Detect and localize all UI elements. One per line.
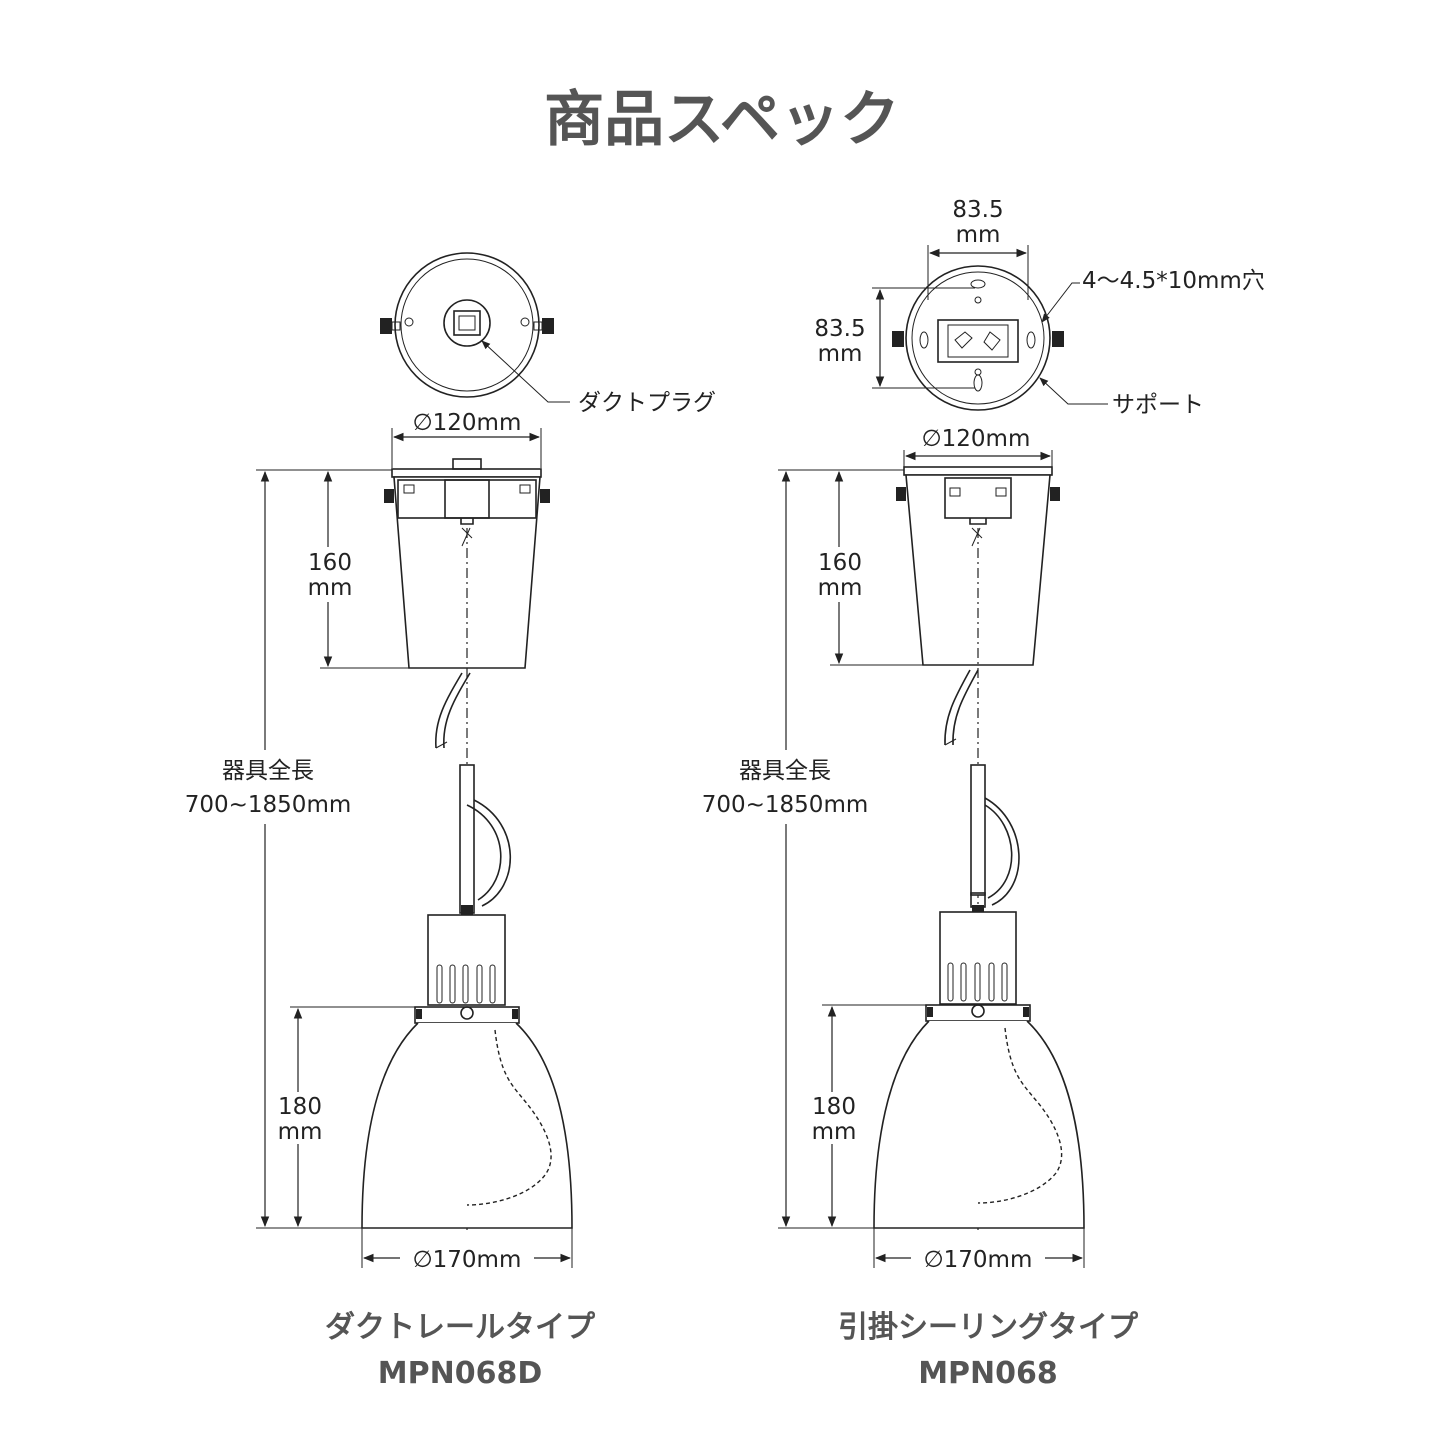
right-socket-housing <box>925 911 1031 1022</box>
left-model: MPN068D <box>378 1356 542 1391</box>
left-socket-housing <box>414 914 520 1024</box>
page-title: 商品スペック <box>544 85 900 155</box>
left-cord-and-rod <box>435 672 512 915</box>
left-height-shade-value: 180 <box>278 1094 322 1120</box>
left-type-name: ダクトレールタイプ <box>325 1310 596 1345</box>
left-fixture: ダクトプラグ ∅120mm <box>175 252 716 1391</box>
right-model: MPN068 <box>918 1356 1058 1391</box>
right-diameter-shade: ∅170mm <box>924 1247 1033 1273</box>
left-height-canopy-unit: mm <box>308 575 353 601</box>
right-cord-and-rod <box>944 669 1020 913</box>
left-diameter-top: ∅120mm <box>413 410 522 436</box>
right-top-view: 4～4.5*10mm穴 サポート <box>892 265 1265 418</box>
left-shade <box>361 1022 573 1229</box>
right-type-name: 引掛シーリングタイプ <box>838 1310 1139 1345</box>
hole-label: 4～4.5*10mm穴 <box>1082 268 1265 294</box>
right-total-length-value: 700~1850mm <box>702 792 869 818</box>
left-diameter-shade: ∅170mm <box>413 1247 522 1273</box>
right-width-dim-unit: mm <box>956 222 1001 248</box>
right-height-shade-unit: mm <box>812 1119 857 1145</box>
left-height-shade-unit: mm <box>278 1119 323 1145</box>
right-height-dim-unit: mm <box>818 341 863 367</box>
right-diameter-top: ∅120mm <box>922 426 1031 452</box>
right-height-canopy-value: 160 <box>818 550 862 576</box>
left-height-canopy-value: 160 <box>308 550 352 576</box>
right-shade <box>873 1020 1085 1229</box>
duct-plug-label: ダクトプラグ <box>578 390 716 416</box>
right-height-canopy-unit: mm <box>818 575 863 601</box>
right-width-dim-value: 83.5 <box>952 197 1003 223</box>
right-total-length-label: 器具全長 <box>739 758 831 784</box>
right-fixture: 4～4.5*10mm穴 サポート 83.5 mm 83.5 mm ∅120mm <box>692 197 1265 1391</box>
right-height-shade-value: 180 <box>812 1094 856 1120</box>
left-total-length-value: 700~1850mm <box>185 792 352 818</box>
left-total-length-label: 器具全長 <box>222 758 314 784</box>
left-top-view: ダクトプラグ <box>380 252 716 416</box>
right-height-dim-value: 83.5 <box>814 316 865 342</box>
support-label: サポート <box>1112 392 1204 418</box>
